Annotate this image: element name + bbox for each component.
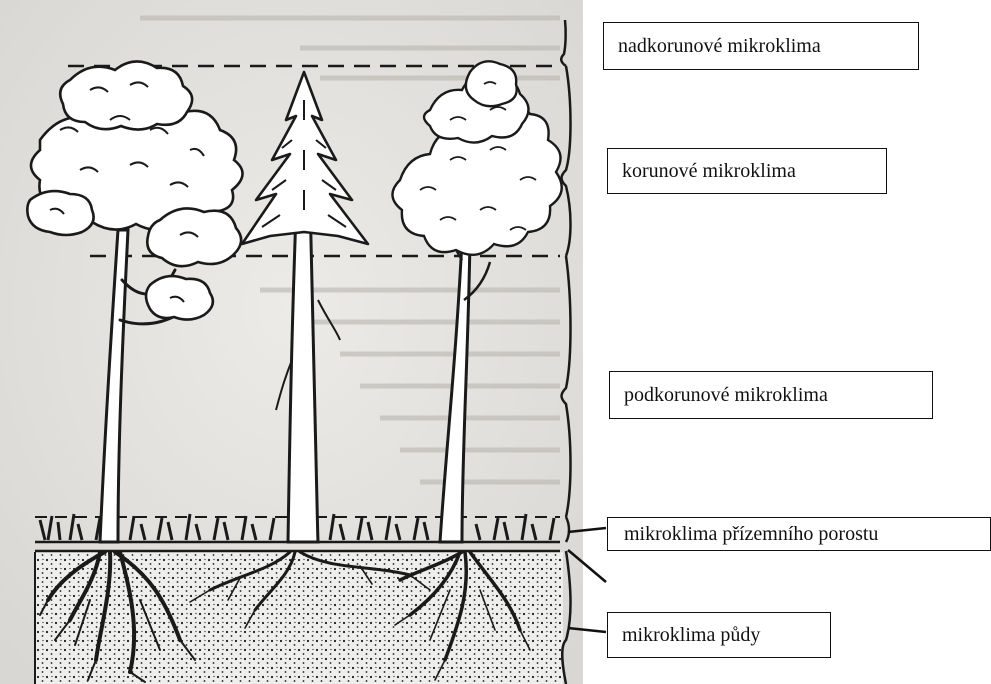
label-text: mikroklima přízemního porostu bbox=[624, 523, 878, 546]
label-text: nadkorunové mikroklima bbox=[618, 35, 821, 58]
label-text: korunové mikroklima bbox=[622, 160, 796, 183]
label-mikroklima-pudy: mikroklima půdy bbox=[607, 612, 831, 658]
label-mikroklima-prizemniho-porostu: mikroklima přízemního porostu bbox=[607, 517, 991, 551]
label-text: podkorunové mikroklima bbox=[624, 384, 828, 407]
label-text: mikroklima půdy bbox=[622, 624, 760, 647]
label-nadkorunove-mikroklima: nadkorunové mikroklima bbox=[603, 22, 919, 70]
label-podkorunove-mikroklima: podkorunové mikroklima bbox=[609, 371, 933, 419]
label-korunove-mikroklima: korunové mikroklima bbox=[607, 148, 887, 194]
